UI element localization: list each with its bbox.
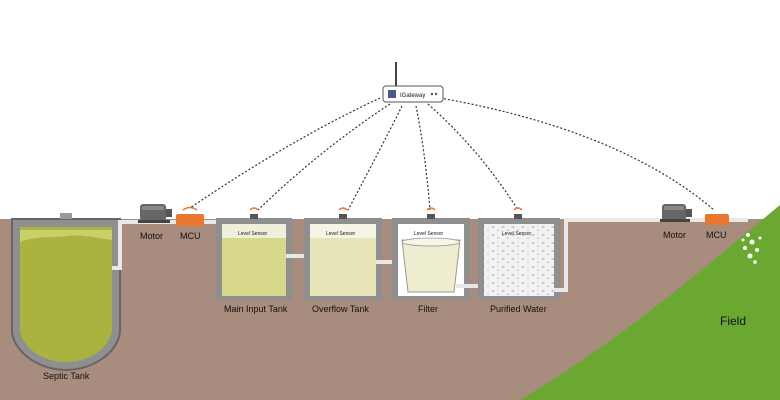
main-input-tank: Level Sensor Main Input Tank — [216, 214, 292, 314]
left-motor — [138, 204, 172, 223]
left-motor-label: Motor — [140, 231, 163, 241]
wireless-links — [189, 97, 715, 211]
left-mcu-label: MCU — [180, 231, 201, 241]
filter-sensor-label: Level Sensor — [414, 231, 444, 237]
right-motor — [660, 204, 692, 222]
right-mcu-label: MCU — [706, 230, 727, 240]
water-spray — [741, 233, 762, 264]
purified-water-tank: Level Sensor Purified Water — [478, 214, 560, 314]
septic-tank-label: Septic Tank — [43, 371, 90, 381]
gateway: IGateway — [382, 62, 444, 103]
right-motor-label: Motor — [663, 230, 686, 240]
left-mcu — [176, 206, 204, 226]
signal-markers — [249, 207, 523, 211]
field-label: Field — [720, 314, 746, 328]
main-input-tank-label: Main Input Tank — [224, 304, 288, 314]
main-input-sensor-label: Level Sensor — [238, 231, 268, 237]
pipe-purified-to-field — [554, 218, 748, 292]
overflow-tank-label: Overflow Tank — [312, 304, 369, 314]
overflow-sensor-label: Level Sensor — [326, 231, 356, 237]
purified-sensor-label: Level Sensor — [502, 231, 532, 237]
filter-tank-label: Filter — [418, 304, 438, 314]
septic-tank: Septic Tank — [11, 213, 121, 381]
filter-tank: Level Sensor Filter — [392, 214, 470, 314]
gateway-label: IGateway — [400, 93, 425, 99]
right-mcu — [705, 214, 729, 225]
field-grass — [520, 205, 780, 400]
overflow-tank: Level Sensor Overflow Tank — [304, 214, 382, 314]
purified-water-label: Purified Water — [490, 304, 547, 314]
